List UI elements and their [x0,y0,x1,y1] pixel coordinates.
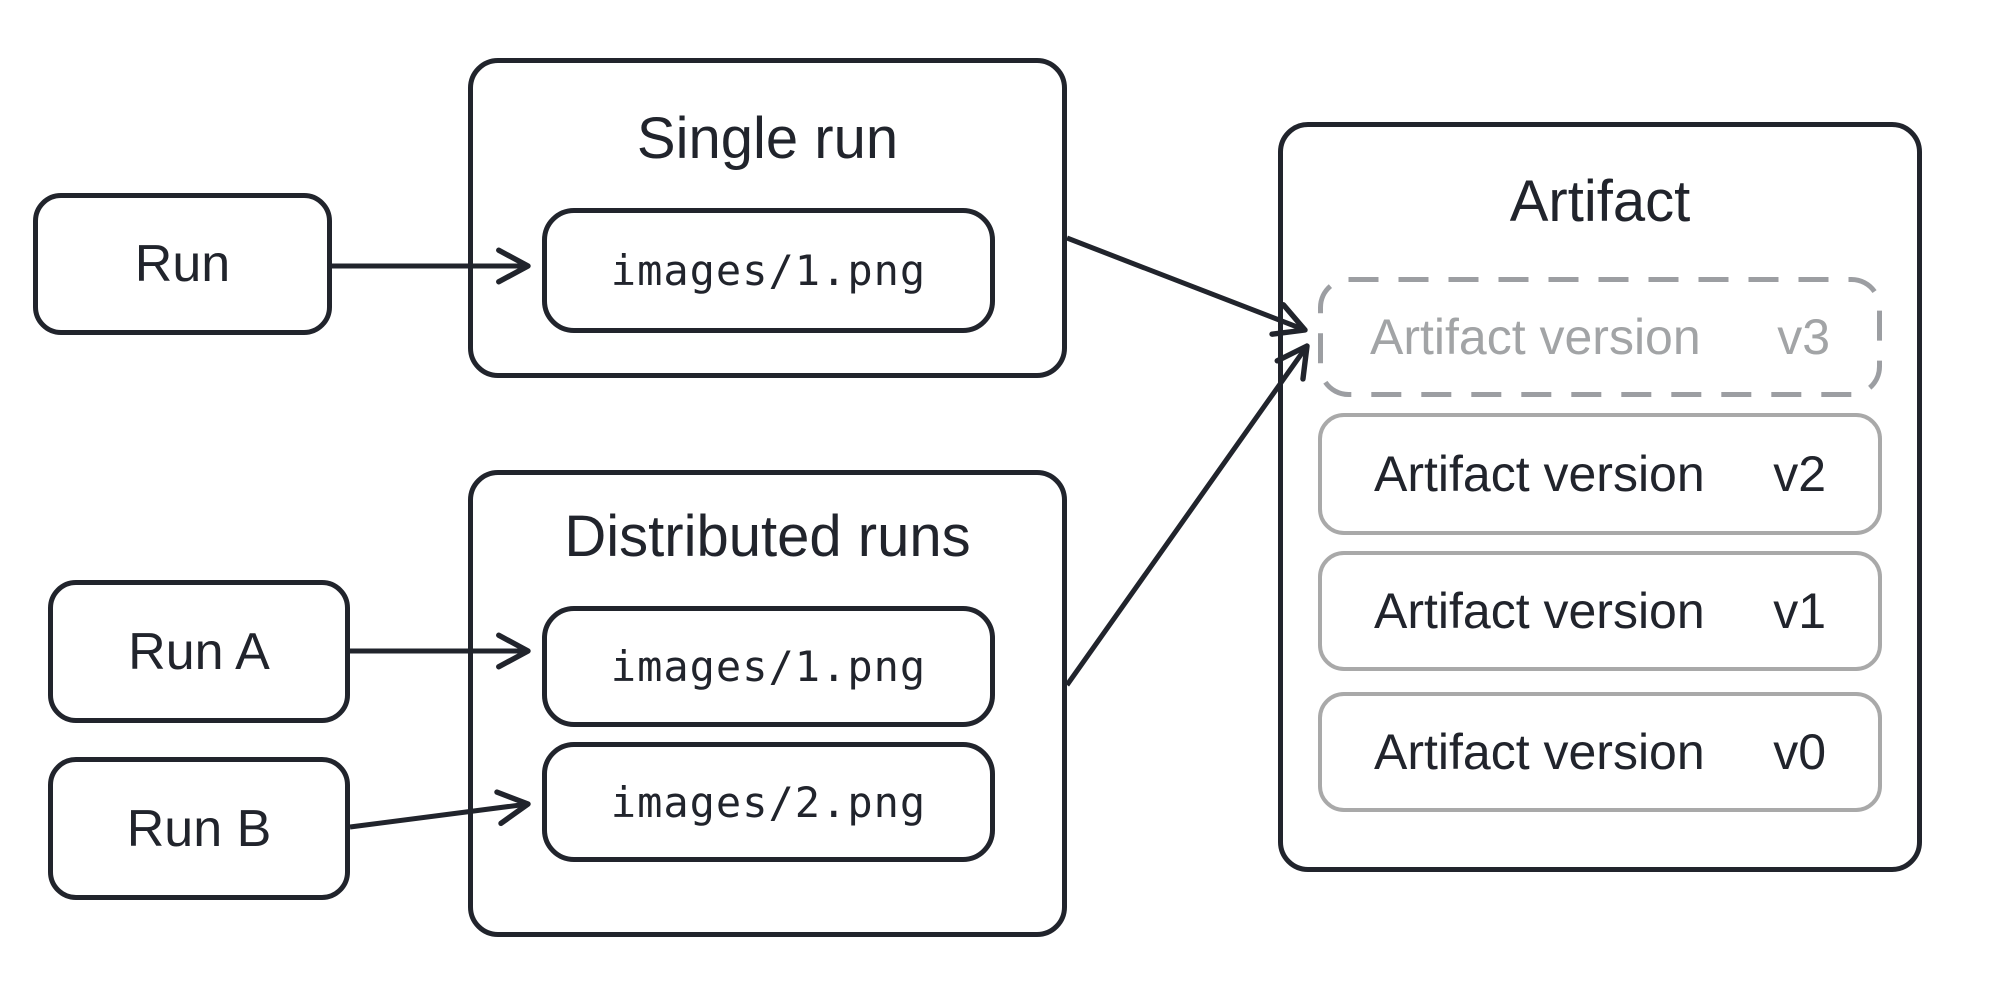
artifact-version-label: Artifact version [1374,446,1705,502]
run-b-node-label: Run B [126,799,272,858]
distributed-file-node-2: images/2.png [542,742,995,862]
artifact-title: Artifact [1509,169,1691,234]
artifact-version-row-v0: Artifact version v0 [1318,692,1882,812]
distributed-runs-title: Distributed runs [564,504,971,569]
edge-distributed-to-v3 [1064,343,1310,687]
edge-single-run-to-v3 [1066,235,1308,337]
artifact-version-label: Artifact version [1370,309,1701,365]
single-run-title: Single run [636,106,899,171]
single-run-file-node: images/1.png [542,208,995,333]
artifact-version-number: v1 [1773,583,1826,639]
run-node: Run [33,193,332,335]
artifact-version-row-v2: Artifact version v2 [1318,413,1882,535]
run-a-node-label: Run A [128,622,270,681]
artifact-version-number: v0 [1773,724,1826,780]
run-b-node: Run B [48,757,350,900]
distributed-file-label-1: images/1.png [610,642,927,691]
run-a-node: Run A [48,580,350,723]
distributed-file-label-2: images/2.png [610,777,927,827]
artifact-version-row-v1: Artifact version v1 [1318,551,1882,671]
run-node-label: Run [134,235,231,293]
distributed-file-node-1: images/1.png [542,606,995,727]
artifact-version-row-v3: Artifact version v3 [1318,277,1882,397]
artifact-version-label: Artifact version [1374,583,1705,639]
artifact-version-label: Artifact version [1374,724,1705,780]
artifact-version-number: v2 [1773,446,1826,502]
single-run-file-label: images/1.png [610,246,927,295]
artifact-version-number: v3 [1777,309,1830,365]
